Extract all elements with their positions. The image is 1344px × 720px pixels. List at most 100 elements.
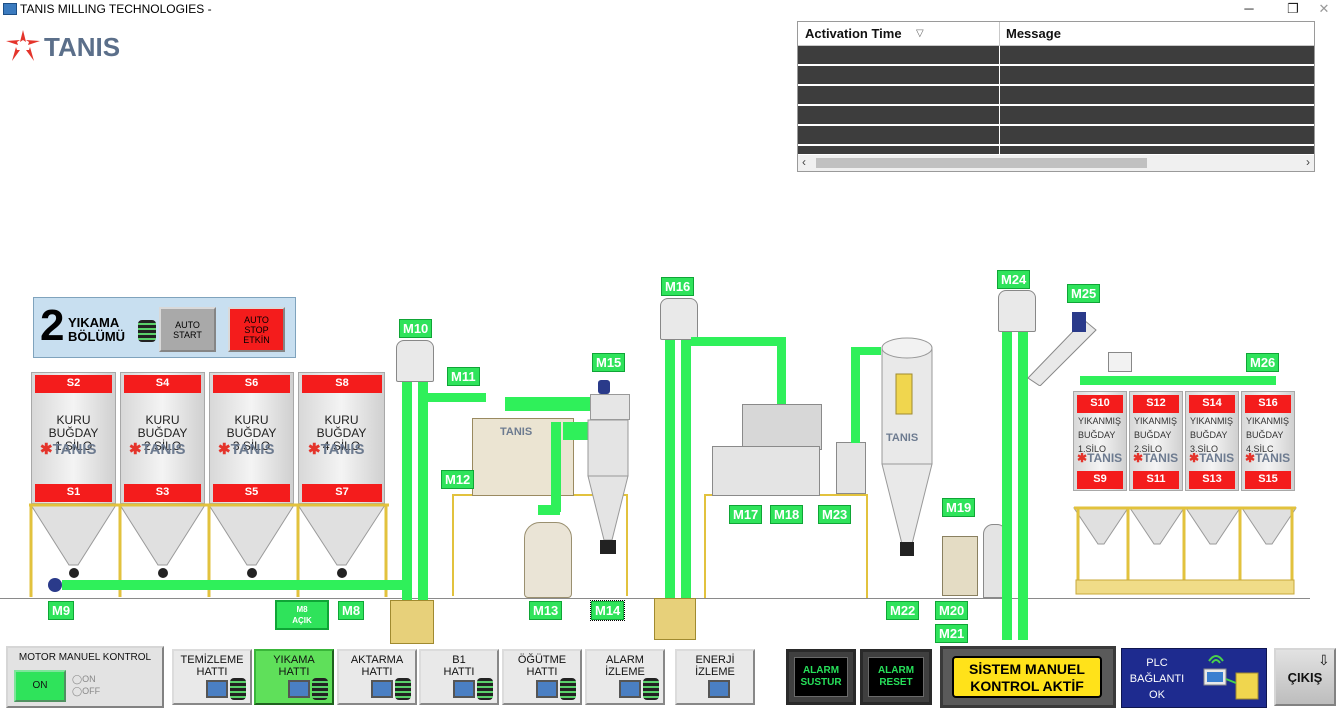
machine-label-m19[interactable]: M19 [942, 498, 976, 517]
machine-label-m23[interactable]: M23 [818, 505, 852, 524]
scroll-left-icon[interactable]: ‹ [802, 155, 806, 169]
pipe-m17-in[interactable] [691, 337, 786, 346]
machine-label-m22[interactable]: M22 [886, 601, 920, 620]
elevator-m16-up[interactable] [665, 336, 675, 606]
brand-text: TANIS [1255, 451, 1291, 465]
horizontal-scrollbar[interactable]: ‹ › [798, 155, 1314, 171]
pipe-m22-h[interactable] [851, 347, 881, 355]
scrollbar-thumb[interactable] [816, 158, 1147, 168]
machine-label-m10[interactable]: M10 [399, 319, 433, 338]
silo-label-line1: KURU BUĞDAY [316, 413, 367, 440]
column-header-message[interactable]: Message [999, 22, 1314, 46]
machine-label-m25[interactable]: M25 [1067, 284, 1101, 303]
cyclone-m15[interactable] [586, 418, 634, 558]
monitor-icon [453, 680, 475, 698]
silo-3[interactable] [209, 372, 294, 504]
silo-label-line2: 3.SİLO [232, 439, 271, 453]
machine-label-m18[interactable]: M18 [770, 505, 804, 524]
drum-icon [643, 678, 659, 700]
machine-label-m11[interactable]: M11 [447, 367, 480, 386]
pipe-m22-in[interactable] [851, 347, 860, 443]
silo-brand: ✱TANIS [218, 441, 275, 458]
pipe-m15-in[interactable] [505, 397, 595, 411]
conveyor-m26[interactable] [1080, 376, 1276, 385]
pipe-to-m13[interactable] [551, 422, 561, 512]
elevator-m10-down[interactable] [418, 376, 428, 608]
pipe-m11[interactable] [428, 393, 486, 402]
machine-m13[interactable] [524, 522, 572, 598]
elevator-boot [390, 600, 434, 644]
close-button[interactable]: ✕ [1318, 1, 1330, 16]
machine-label-m9[interactable]: M9 [48, 601, 75, 620]
sort-icon[interactable]: ▽ [916, 28, 924, 39]
machine-label-m20[interactable]: M20 [935, 601, 969, 620]
exit-label: ÇIKIŞ [1287, 670, 1323, 685]
machine-m17-top[interactable] [742, 404, 822, 450]
machine-label-m8[interactable]: M8 [338, 601, 365, 620]
machine-label-m24[interactable]: M24 [997, 270, 1031, 289]
motor-drum-icon [138, 320, 156, 342]
column-header-activation-time[interactable]: Activation Time ▽ [798, 22, 1000, 46]
manual-on-button[interactable]: ON [14, 670, 66, 702]
filter-m22[interactable] [878, 334, 936, 564]
machine-label-m21[interactable]: M21 [935, 624, 969, 643]
pipe-m17-down[interactable] [777, 337, 786, 407]
machine-label-m15[interactable]: M15 [592, 353, 626, 372]
machine-label-m17[interactable]: M17 [729, 505, 763, 524]
on-off-radio-group[interactable]: ◯ON ◯OFF [72, 673, 100, 697]
elevator-m10-up[interactable] [402, 376, 412, 608]
exit-button[interactable]: ⇩ ÇIKIŞ [1274, 648, 1336, 706]
table-row[interactable] [798, 106, 1314, 125]
brand-text: TANIS [230, 441, 275, 458]
machine-m19[interactable] [942, 536, 978, 596]
restore-button[interactable]: ❐ [1287, 1, 1299, 16]
table-row[interactable] [798, 46, 1314, 65]
table-row[interactable] [798, 126, 1314, 145]
tanis-star-icon [6, 30, 40, 61]
conveyor-m25[interactable] [1024, 306, 1104, 386]
silo-2[interactable] [120, 372, 205, 504]
machine-label-m14[interactable]: M14 [589, 600, 626, 621]
table-row[interactable] [798, 66, 1314, 85]
nav-label: YIKAMA [273, 654, 315, 666]
silo-top-sensor: S12 [1133, 395, 1179, 413]
scroll-right-icon[interactable]: › [1306, 155, 1310, 169]
minimize-button[interactable]: ─ [1244, 1, 1254, 16]
machine-m23[interactable] [836, 442, 866, 494]
machine-label-m26[interactable]: M26 [1246, 353, 1280, 372]
elevator-m24-down[interactable] [1018, 328, 1028, 640]
btn-line: ALARM [802, 665, 840, 676]
pipe-to-m13-h[interactable] [538, 505, 560, 515]
elevator-m16-down[interactable] [681, 336, 691, 606]
radio-off[interactable]: ◯OFF [72, 686, 101, 696]
table-row[interactable] [798, 86, 1314, 105]
alarm-table[interactable]: Activation Time ▽ Message ‹ › [797, 21, 1315, 172]
machine-m18[interactable] [712, 446, 820, 496]
silo-top-sensor: S2 [35, 375, 112, 393]
table-row[interactable] [798, 146, 1314, 155]
radio-on[interactable]: ◯ON [72, 674, 96, 684]
motor-m8-status-button[interactable]: M8 AÇIK [275, 600, 329, 630]
silo-brand: ✱TANIS [1245, 451, 1291, 465]
machine-label-m16[interactable]: M16 [661, 277, 695, 296]
machine-label-m12[interactable]: M12 [441, 470, 475, 489]
mode-line: SİSTEM MANUEL [969, 661, 1085, 677]
conveyor-m9[interactable] [62, 580, 402, 590]
machine-label-m13[interactable]: M13 [529, 601, 563, 620]
elevator-m24-up[interactable] [1002, 328, 1012, 640]
pipe-link[interactable] [563, 422, 595, 440]
silo-brand: ✱TANIS [40, 441, 97, 458]
